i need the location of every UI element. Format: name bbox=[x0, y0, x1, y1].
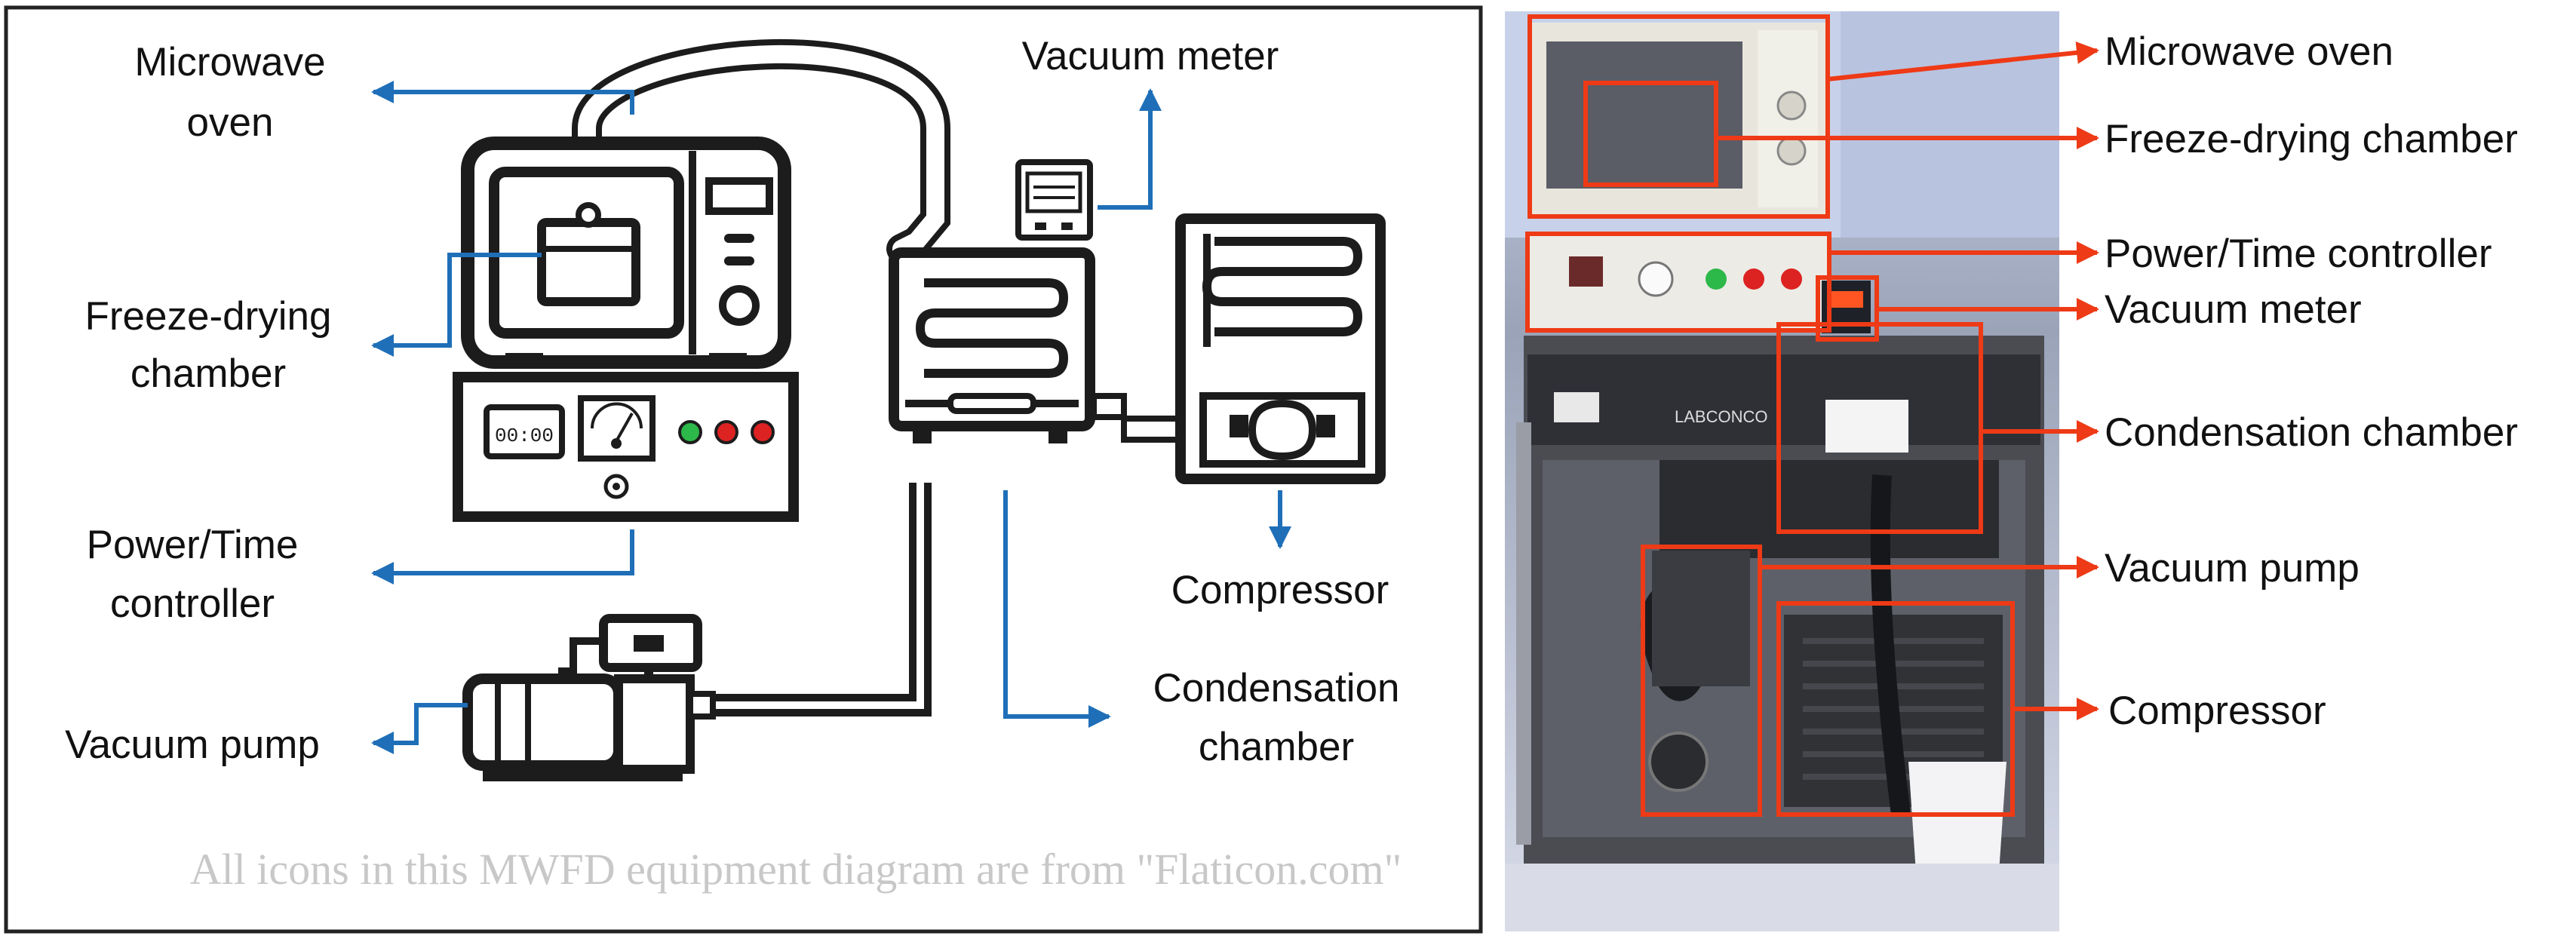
photo-highlights bbox=[1525, 14, 2015, 817]
photo-arrows bbox=[1716, 41, 2099, 720]
arrow-photo-microwave bbox=[1827, 41, 2099, 81]
arrow-chamber bbox=[371, 253, 542, 357]
freeze-drying-chamber-icon bbox=[537, 202, 640, 306]
condensation-chamber-icon bbox=[889, 247, 1187, 443]
box-vacuum-pump bbox=[1641, 545, 1762, 817]
vacuum-pump-icon bbox=[462, 614, 716, 781]
photo-label-condensation: Condensation chamber bbox=[2105, 410, 2518, 455]
compressor-icon bbox=[1175, 213, 1386, 484]
arrow-meter bbox=[1098, 88, 1162, 210]
box-microwave bbox=[1527, 14, 1830, 219]
label-vacuum-meter: Vacuum meter bbox=[1022, 34, 1279, 78]
arrow-controller bbox=[371, 529, 634, 585]
label-microwave-2: oven bbox=[187, 100, 274, 145]
diagram-arrows bbox=[371, 81, 1291, 754]
arrow-condensation bbox=[1003, 490, 1111, 728]
power-time-controller-icon: 00:00 bbox=[453, 372, 799, 522]
box-controller bbox=[1525, 232, 1831, 333]
photo-label-vacuum-meter: Vacuum meter bbox=[2105, 287, 2362, 332]
box-condensation bbox=[1776, 322, 1983, 534]
icon-credit: All icons in this MWFD equipment diagram… bbox=[190, 845, 1402, 894]
photo-panel: LABCONCO bbox=[1505, 11, 2518, 931]
green-led bbox=[678, 420, 702, 444]
label-controller-1: Power/Time bbox=[87, 523, 299, 567]
arrow-pump bbox=[371, 703, 468, 754]
label-controller-2: controller bbox=[110, 581, 275, 626]
photo-brand: LABCONCO bbox=[1675, 407, 1767, 426]
photo-label-compressor: Compressor bbox=[2108, 689, 2326, 733]
photo-label-microwave: Microwave oven bbox=[2105, 29, 2393, 74]
equipment-photo: LABCONCO bbox=[1505, 11, 2059, 931]
label-microwave-1: Microwave bbox=[134, 40, 325, 84]
photo-label-chamber: Freeze-drying chamber bbox=[2105, 117, 2518, 161]
box-chamber bbox=[1583, 81, 1718, 187]
pump-line bbox=[713, 483, 932, 716]
label-compressor: Compressor bbox=[1171, 568, 1389, 612]
label-condensation-1: Condensation bbox=[1153, 666, 1399, 710]
label-chamber-1: Freeze-drying bbox=[85, 294, 332, 339]
label-vacuum-pump: Vacuum pump bbox=[65, 723, 320, 767]
timer-display: 00:00 bbox=[495, 425, 554, 447]
red-led-2 bbox=[751, 420, 775, 444]
diagram-panel: 00:00 bbox=[4, 5, 1483, 934]
label-chamber-2: chamber bbox=[130, 351, 286, 396]
label-condensation-2: chamber bbox=[1199, 725, 1354, 769]
vacuum-meter-icon bbox=[1015, 159, 1093, 241]
photo-label-controller: Power/Time controller bbox=[2105, 232, 2492, 276]
red-led-1 bbox=[714, 420, 738, 444]
arrow-microwave bbox=[371, 81, 634, 115]
photo-label-vacuum-pump: Vacuum pump bbox=[2105, 546, 2360, 591]
